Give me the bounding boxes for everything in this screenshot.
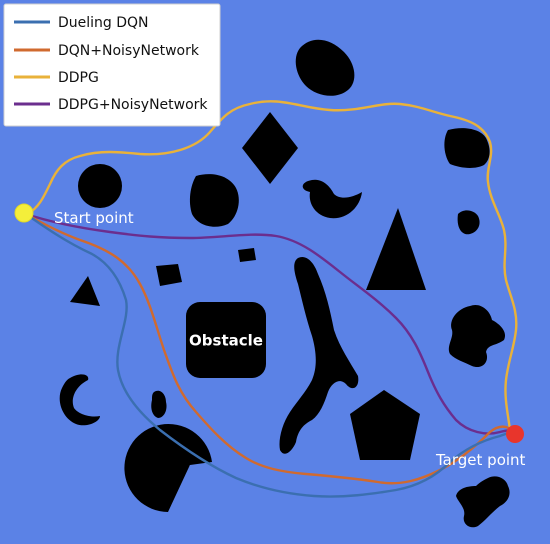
obstacle-small-blob	[151, 390, 167, 418]
legend-label-ddpg: DDPG	[58, 70, 99, 86]
legend-label-dueling-dqn: Dueling DQN	[58, 15, 149, 31]
target-point-marker	[506, 425, 524, 443]
obstacle-vertical-island	[279, 256, 359, 454]
legend: Dueling DQN DQN+NoisyNetwork DDPG DDPG+N…	[3, 3, 221, 127]
obstacle-circle	[78, 164, 122, 208]
obstacles	[59, 39, 510, 528]
target-point-label: Target point	[435, 451, 526, 469]
obstacle-diamond	[242, 112, 298, 184]
obstacle-blob-top	[295, 39, 355, 96]
obstacle-arc	[59, 374, 100, 426]
path-ddpg	[26, 100, 518, 432]
obstacle-bottom-right-blob	[456, 476, 510, 528]
start-point-marker	[14, 203, 34, 223]
obstacle-crescent	[302, 179, 362, 219]
trajectories	[24, 100, 518, 498]
obstacle-pacman	[124, 424, 212, 512]
obstacle-irregular-right	[448, 304, 506, 368]
legend-box	[3, 3, 221, 127]
legend-label-dqn-noisynetwork: DQN+NoisyNetwork	[58, 43, 200, 59]
obstacle-small-square	[457, 210, 480, 235]
obstacle-tiny-square-b	[238, 248, 256, 262]
start-point-label: Start point	[54, 209, 134, 227]
obstacle-central-block	[186, 302, 266, 378]
path-dueling-dqn	[24, 212, 516, 498]
path-dqn-noisynetwork	[24, 212, 516, 485]
obstacle-label: Obstacle	[189, 332, 263, 350]
obstacle-rounded-square-right	[444, 128, 490, 168]
legend-label-ddpg-noisynetwork: DDPG+NoisyNetwork	[58, 97, 208, 113]
obstacle-pentagon	[350, 390, 420, 460]
path-ddpg-noisynetwork	[24, 212, 516, 435]
obstacle-tiny-square-a	[156, 264, 182, 286]
obstacle-blob-left	[189, 174, 239, 227]
obstacle-small-triangle	[70, 276, 100, 306]
obstacle-triangle	[366, 208, 426, 290]
